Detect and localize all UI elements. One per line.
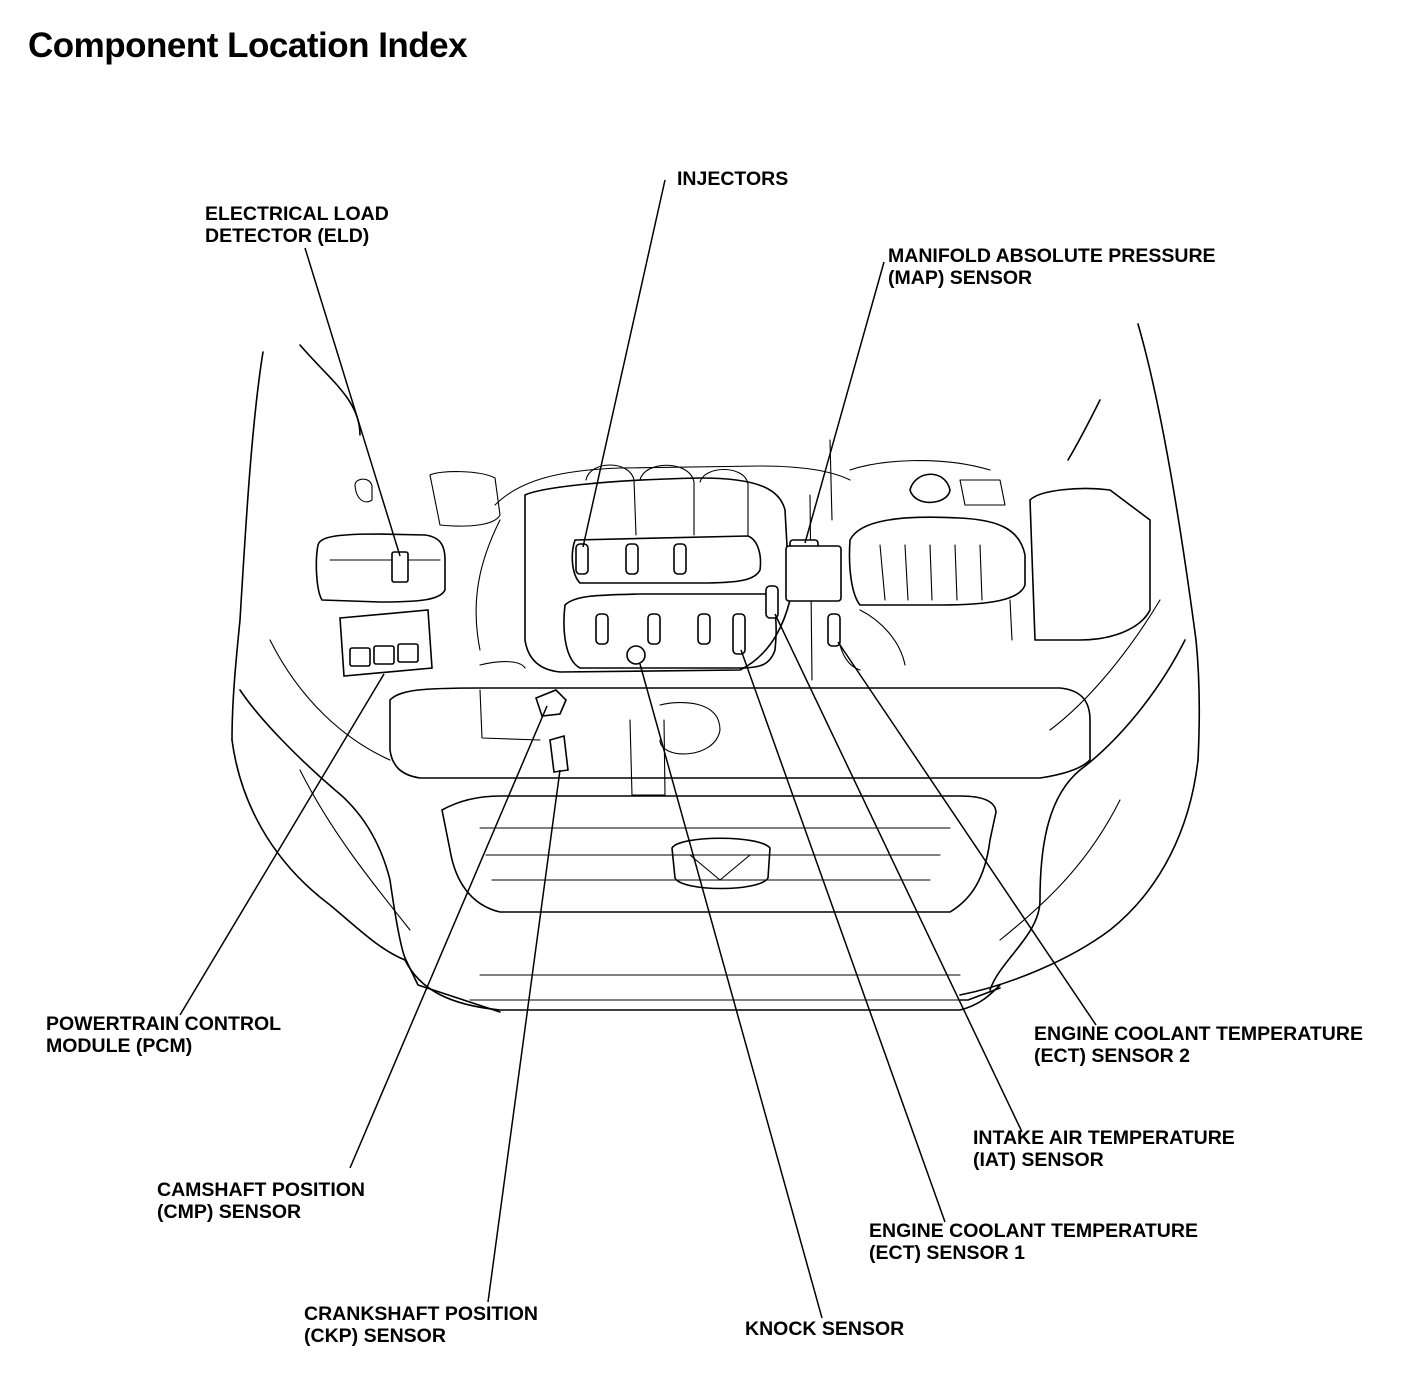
page-title: Component Location Index <box>28 26 468 65</box>
pcm-component <box>339 609 433 677</box>
ect1-leader <box>740 649 946 1223</box>
battery-and-fuse-box <box>315 471 501 603</box>
vehicle-body <box>231 599 1199 1013</box>
intake-and-air-cleaner <box>848 459 1151 641</box>
eld-component <box>391 551 409 583</box>
cmp-sensor-label: CAMSHAFT POSITION (CMP) SENSOR <box>157 1179 365 1223</box>
ckp-leader <box>487 769 561 1303</box>
injectors-leader <box>582 179 666 548</box>
pcm-leader <box>179 673 385 1016</box>
injector-components <box>575 543 711 645</box>
pcm-label: POWERTRAIN CONTROL MODULE (PCM) <box>46 1013 282 1057</box>
ect2-label: ENGINE COOLANT TEMPERATURE (ECT) SENSOR … <box>1034 1023 1363 1067</box>
ect2-component <box>827 613 841 647</box>
radiator-support <box>389 687 1091 796</box>
ect1-label: ENGINE COOLANT TEMPERATURE (ECT) SENSOR … <box>869 1220 1198 1264</box>
map-sensor-label: MANIFOLD ABSOLUTE PRESSURE (MAP) SENSOR <box>888 245 1216 289</box>
cmp-leader <box>349 705 548 1169</box>
knock-sensor-component <box>626 645 646 665</box>
eld-leader <box>304 247 401 557</box>
hood-outline <box>231 323 1201 761</box>
leader-lines <box>179 179 1097 1319</box>
injectors-label: INJECTORS <box>677 168 789 190</box>
eld-label: ELECTRICAL LOAD DETECTOR (ELD) <box>205 203 389 247</box>
ckp-sensor-label: CRANKSHAFT POSITION (CKP) SENSOR <box>304 1303 538 1347</box>
ckp-component <box>549 734 569 773</box>
map-sensor-component <box>785 539 842 602</box>
map-leader <box>804 261 885 544</box>
iat-component <box>765 585 779 619</box>
iat-sensor-label: INTAKE AIR TEMPERATURE (IAT) SENSOR <box>973 1127 1235 1171</box>
ect1-component <box>732 613 746 655</box>
ect2-leader <box>837 641 1097 1026</box>
knock-sensor-label: KNOCK SENSOR <box>745 1318 905 1340</box>
knock-leader <box>639 663 823 1319</box>
iat-leader <box>774 613 1023 1133</box>
grille <box>441 795 997 913</box>
cmp-component <box>535 689 567 717</box>
